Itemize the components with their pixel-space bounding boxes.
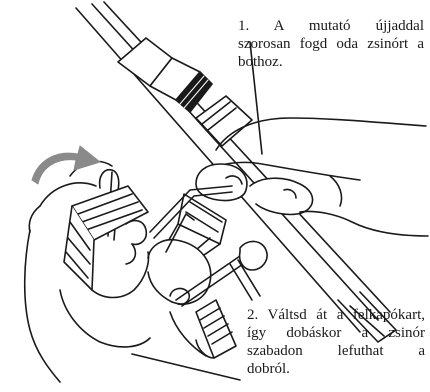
step-1-line-1: 1. A mutató újjaddal (238, 17, 424, 35)
step-1-line-3: bothoz. (238, 53, 424, 71)
step-2-line-4: dobról. (247, 360, 425, 378)
step-2-line-2: így dobáskor a zsinór (247, 324, 425, 342)
step-1-line-2: szorosan fogd oda zsinórt a (238, 35, 424, 53)
step-1-caption: 1. A mutató újjaddal szorosan fogd oda z… (238, 17, 424, 71)
step-2-line-1: 2. Váltsd át a felkapókart, (247, 306, 425, 324)
step-2-leader-line (132, 354, 240, 380)
curved-arrow-icon (32, 146, 100, 184)
rod-handle-cone (118, 38, 212, 112)
step-2-caption: 2. Váltsd át a felkapókart, így dobáskor… (247, 306, 425, 378)
reel-seat (196, 96, 252, 146)
step-2-line-3: szabadon lefuthat a (247, 342, 425, 360)
